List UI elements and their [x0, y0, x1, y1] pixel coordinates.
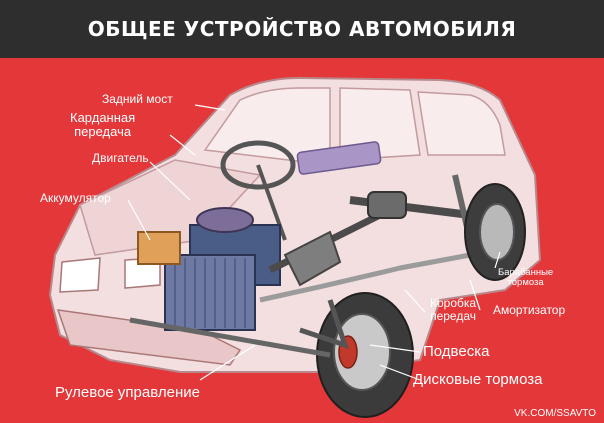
label-gearbox: Коробка передач [430, 297, 476, 322]
rear-drum-brake [479, 203, 515, 261]
battery [137, 231, 181, 265]
steering-wheel [220, 140, 296, 190]
label-disc-brakes: Дисковые тормоза [413, 371, 543, 388]
label-engine: Двигатель [92, 151, 149, 165]
steering-rack [129, 317, 331, 358]
header-bar: ОБЩЕЕ УСТРОЙСТВО АВТОМОБИЛЯ [0, 0, 604, 58]
label-shock-absorber: Амортизатор [493, 303, 566, 317]
differential [367, 191, 407, 219]
label-battery: Аккумулятор [40, 191, 111, 205]
side-window-front [339, 87, 421, 161]
label-gearbox-line1: Коробка [430, 296, 477, 310]
label-driveshaft-line1: Карданная [70, 110, 136, 125]
front-suspension [299, 299, 349, 349]
credit-text: VK.COM/SSAVTO [514, 408, 596, 419]
side-window-rear [417, 91, 506, 156]
radiator [164, 254, 256, 331]
label-steering: Рулевое управление [55, 384, 200, 401]
rear-seat [296, 141, 382, 175]
car-cutaway-illustration [48, 76, 542, 418]
air-filter [196, 207, 254, 233]
label-rear-axle: Задний мост [102, 92, 173, 106]
label-drum-brakes-line2: тормоза [507, 276, 544, 288]
label-drum-brakes-line1: Барабанные [498, 267, 554, 278]
gearbox [283, 230, 342, 287]
label-driveshaft-line2: передача [74, 123, 132, 139]
front-disc-brake [333, 313, 391, 391]
page-title: ОБЩЕЕ УСТРОЙСТВО АВТОМОБИЛЯ [87, 17, 517, 41]
exhaust-pipe [259, 252, 471, 303]
label-drum-brakes: Барабанные тормоза [498, 268, 553, 288]
leader-lines [127, 104, 501, 381]
label-suspension: Подвеска [423, 343, 490, 360]
label-gearbox-line2: передач [430, 308, 476, 323]
headlight-left [59, 257, 101, 293]
label-driveshaft: Карданная передача [70, 111, 135, 138]
